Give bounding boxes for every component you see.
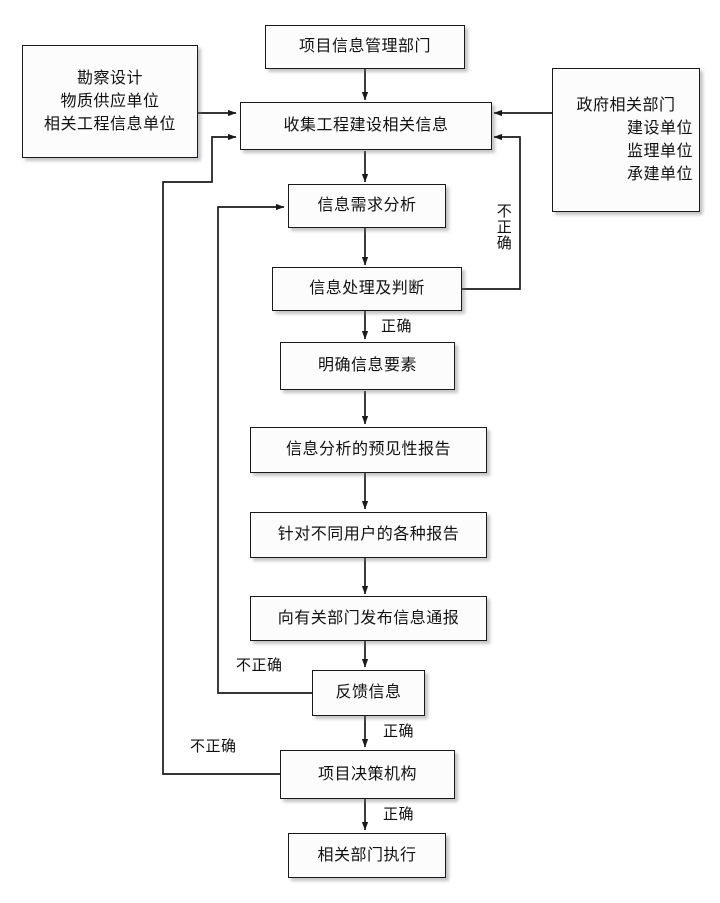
node-foresight-report[interactable]: 信息分析的预见性报告 (250, 427, 487, 473)
left-source-line-1: 勘察设计 (76, 69, 143, 87)
node-label: 项目决策机构 (317, 765, 417, 783)
edge-feedback-to-demand-incorrect (217, 203, 312, 694)
node-dept-execute[interactable]: 相关部门执行 (288, 833, 446, 878)
node-collect-info[interactable]: 收集工程建设相关信息 (240, 102, 492, 150)
node-label: 反馈信息 (335, 684, 402, 702)
right-source-line-4: 承建单位 (626, 166, 693, 184)
node-label: 相关部门执行 (317, 846, 417, 864)
node-label: 信息处理及判断 (309, 280, 425, 298)
node-clarify-elements[interactable]: 明确信息要素 (280, 342, 455, 390)
edge-label-incorrect-process-judge: 不正确 (494, 203, 511, 251)
node-right-sources[interactable]: 政府相关部门 建设单位 监理单位 承建单位 (552, 68, 700, 212)
left-source-line-3: 相关工程信息单位 (43, 116, 176, 134)
node-left-sources[interactable]: 勘察设计 物质供应单位 相关工程信息单位 (22, 45, 198, 158)
right-source-line-1: 政府相关部门 (576, 96, 676, 114)
right-source-line-3: 监理单位 (626, 143, 693, 160)
right-source-line-2: 建设单位 (626, 119, 693, 137)
node-label: 向有关部门发布信息通报 (277, 609, 460, 627)
node-process-judge[interactable]: 信息处理及判断 (272, 267, 462, 311)
node-publish-bulletin[interactable]: 向有关部门发布信息通报 (250, 596, 487, 641)
node-label: 收集工程建设相关信息 (283, 117, 449, 135)
node-user-reports[interactable]: 针对不同用户的各种报告 (250, 512, 487, 558)
node-project-info-dept[interactable]: 项目信息管理部门 (265, 25, 465, 69)
edge-label-incorrect-decision: 不正确 (190, 739, 237, 755)
node-decision-body[interactable]: 项目决策机构 (280, 750, 455, 799)
node-label: 项目信息管理部门 (298, 38, 431, 56)
edge-label-incorrect-feedback: 不正确 (236, 658, 283, 674)
node-label: 针对不同用户的各种报告 (277, 526, 460, 544)
edge-label-correct-decision: 正确 (383, 807, 415, 823)
node-label: 信息需求分析 (317, 197, 417, 215)
node-label: 明确信息要素 (317, 357, 417, 375)
edge-label-correct-process-judge: 正确 (381, 319, 413, 335)
edge-label-correct-feedback: 正确 (383, 724, 415, 740)
node-label: 信息分析的预见性报告 (285, 441, 451, 459)
left-source-line-2: 物质供应单位 (60, 92, 160, 110)
edge-process-to-collect-incorrect (462, 133, 521, 290)
node-feedback-info[interactable]: 反馈信息 (312, 670, 425, 716)
edge-decision-to-collect-incorrect (162, 133, 280, 775)
node-demand-analysis[interactable]: 信息需求分析 (288, 184, 446, 228)
